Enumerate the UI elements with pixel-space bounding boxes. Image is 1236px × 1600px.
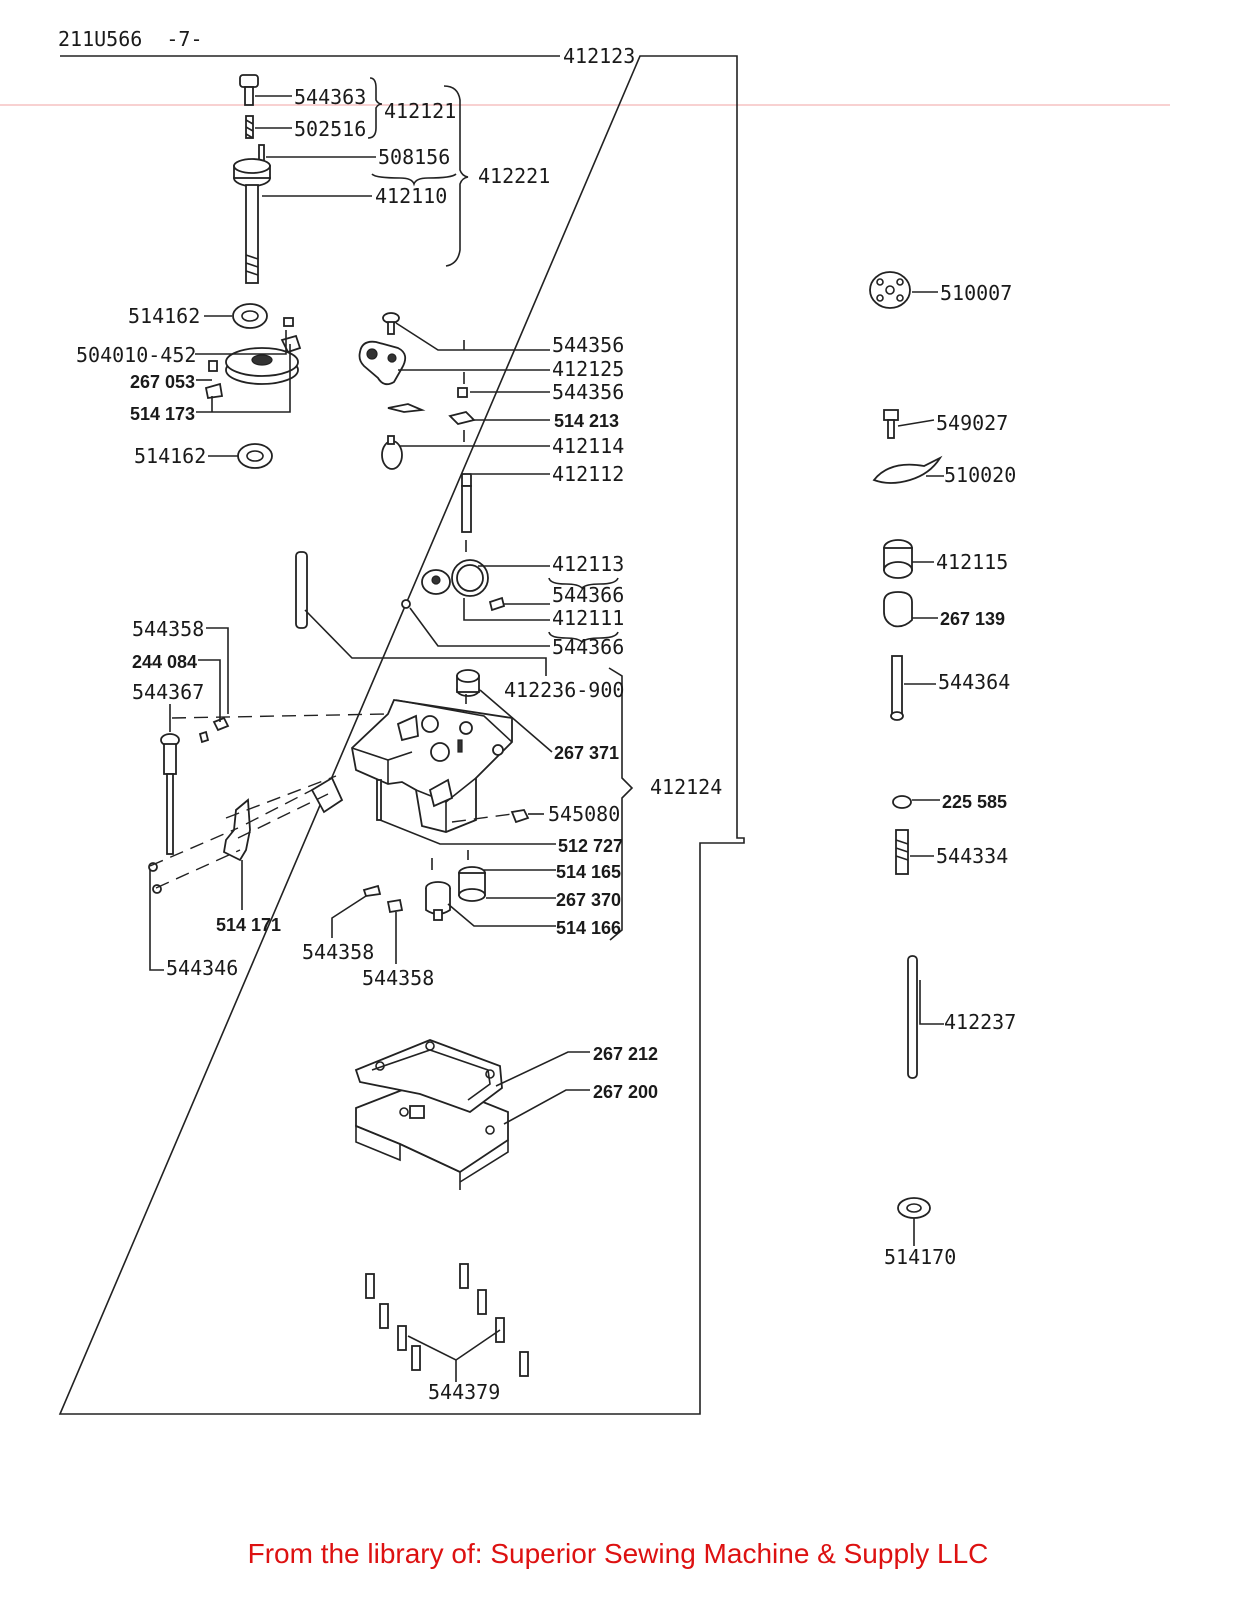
model-number: 211U566 bbox=[58, 27, 143, 51]
label-412125: 412125 bbox=[552, 357, 625, 381]
label-544364: 544364 bbox=[938, 670, 1011, 694]
label-412237: 412237 bbox=[944, 1010, 1017, 1034]
label-267200: 267 200 bbox=[593, 1082, 659, 1102]
dashed-alignment-lines bbox=[149, 713, 513, 889]
label-412111: 412111 bbox=[552, 606, 625, 630]
main-body-block bbox=[351, 669, 513, 833]
label-544346: 544346 bbox=[166, 956, 239, 980]
label-225585: 225 585 bbox=[942, 792, 1008, 812]
label-412123: 412123 bbox=[563, 44, 636, 68]
label-412121: 412121 bbox=[384, 99, 457, 123]
label-510020: 510020 bbox=[944, 463, 1017, 487]
label-512727: 512 727 bbox=[558, 836, 624, 856]
assembly-frame bbox=[58, 55, 745, 1415]
label-412124: 412124 bbox=[650, 775, 723, 799]
label-412110: 412110 bbox=[375, 184, 448, 208]
left-pin-assembly bbox=[160, 716, 230, 855]
label-267370: 267 370 bbox=[556, 890, 622, 910]
label-544334: 544334 bbox=[936, 844, 1009, 868]
label-412236-900: 412236-900 bbox=[504, 678, 625, 702]
label-514213: 514 213 bbox=[554, 411, 620, 431]
left-bushing-group bbox=[204, 303, 302, 469]
label-412114: 412114 bbox=[552, 434, 625, 458]
label-544356-b: 544356 bbox=[552, 380, 625, 404]
label-412112: 412112 bbox=[552, 462, 625, 486]
label-267212: 267 212 bbox=[593, 1044, 659, 1064]
label-514170: 514170 bbox=[884, 1245, 957, 1269]
label-514165: 514 165 bbox=[556, 862, 622, 882]
label-267053: 267 053 bbox=[130, 372, 196, 392]
label-412115: 412115 bbox=[936, 550, 1009, 574]
label-267371: 267 371 bbox=[554, 743, 620, 763]
label-267139: 267 139 bbox=[940, 609, 1006, 629]
label-544363: 544363 bbox=[294, 85, 367, 109]
label-544356-a: 544356 bbox=[552, 333, 625, 357]
label-514166: 514 166 bbox=[556, 918, 622, 938]
label-544358-a: 544358 bbox=[132, 617, 205, 641]
label-504010-452: 504010-452 bbox=[76, 343, 197, 367]
label-412113: 412113 bbox=[552, 552, 625, 576]
label-514162-bottom: 514162 bbox=[134, 444, 207, 468]
label-514173: 514 173 bbox=[130, 404, 196, 424]
page-header: 211U566 -7- bbox=[58, 27, 203, 51]
library-footer: From the library of: Superior Sewing Mac… bbox=[247, 1538, 989, 1569]
body-small-parts bbox=[148, 776, 530, 921]
label-502516: 502516 bbox=[294, 117, 367, 141]
label-544358-b: 544358 bbox=[302, 940, 375, 964]
gear-assembly bbox=[295, 551, 506, 629]
label-544366-b: 544366 bbox=[552, 635, 625, 659]
label-545080: 545080 bbox=[548, 802, 621, 826]
label-544379: 544379 bbox=[428, 1380, 501, 1404]
label-510007: 510007 bbox=[940, 281, 1013, 305]
label-412221: 412221 bbox=[478, 164, 551, 188]
label-514162-top: 514162 bbox=[128, 304, 201, 328]
label-508156: 508156 bbox=[378, 145, 451, 169]
bottom-screws bbox=[365, 1263, 529, 1377]
center-hook-parts bbox=[358, 312, 476, 552]
label-549027: 549027 bbox=[936, 411, 1009, 435]
label-514171: 514 171 bbox=[216, 915, 282, 935]
label-544366-a: 544366 bbox=[552, 583, 625, 607]
label-244084: 244 084 bbox=[132, 652, 198, 672]
label-544358-c: 544358 bbox=[362, 966, 435, 990]
page-number: -7- bbox=[166, 27, 203, 51]
top-stud-assembly bbox=[233, 74, 271, 284]
bed-plate bbox=[354, 1039, 509, 1190]
label-544367: 544367 bbox=[132, 680, 205, 704]
right-loose-parts bbox=[869, 271, 943, 1219]
